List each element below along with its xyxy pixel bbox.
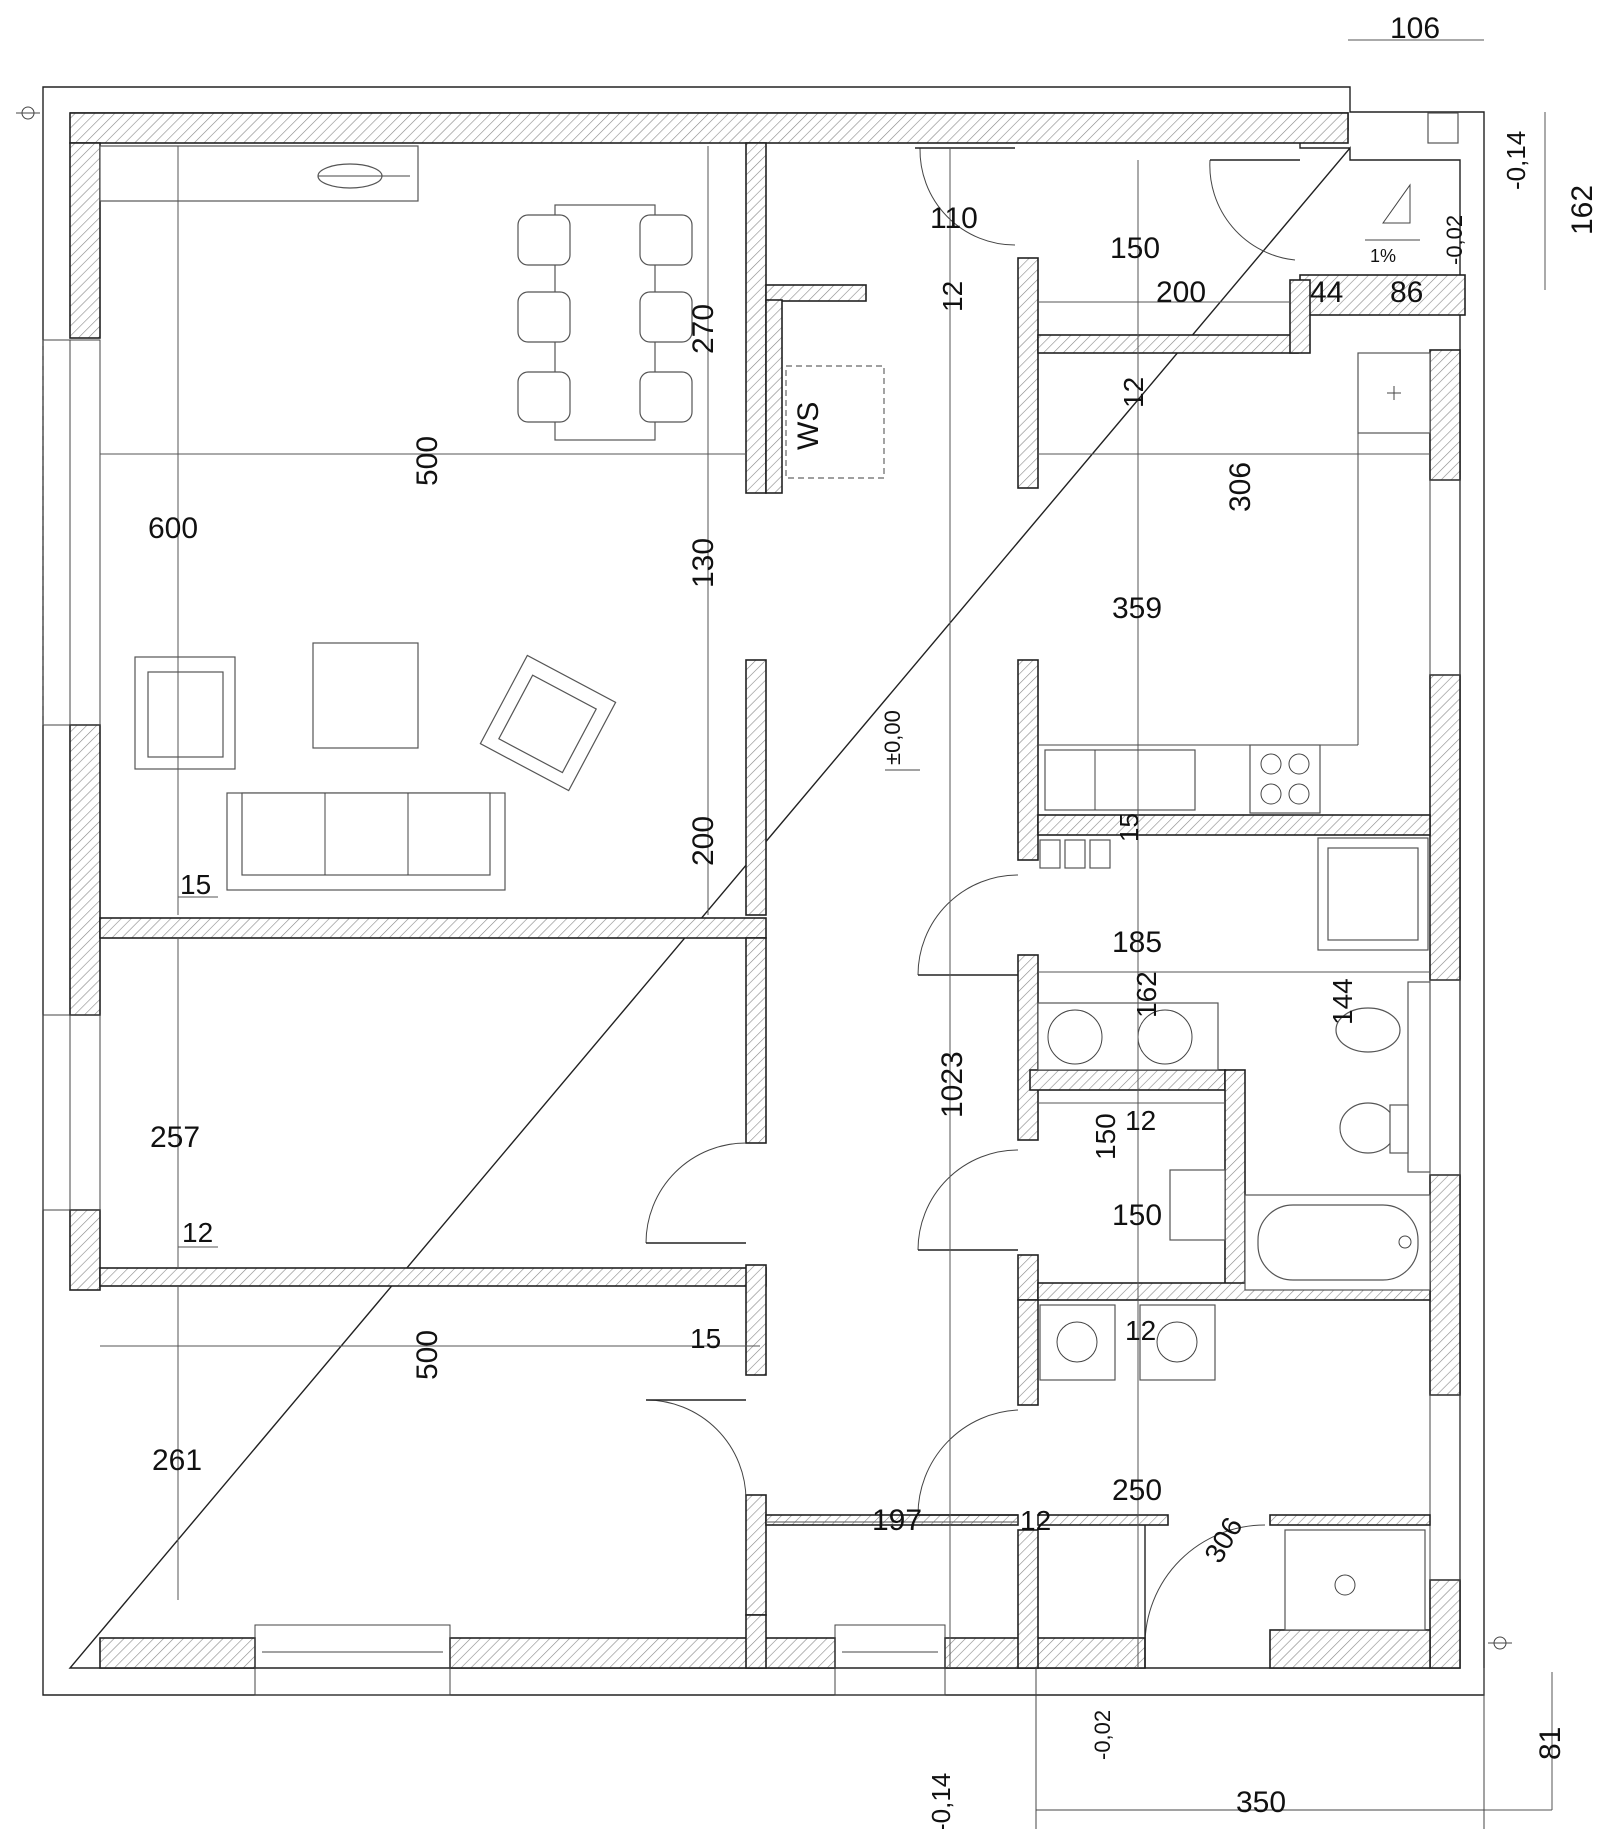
sofa bbox=[226, 792, 506, 891]
label-130: 130 bbox=[687, 538, 720, 588]
label-12-kitchen: 12 bbox=[1118, 377, 1149, 408]
window-bottom-1 bbox=[254, 1624, 451, 1696]
label-living-width: 600 bbox=[148, 512, 198, 545]
label-living-depth: 500 bbox=[411, 436, 444, 486]
level-bottom2: -0,02 bbox=[1090, 1710, 1115, 1760]
label-utility-width: 250 bbox=[1112, 1474, 1162, 1507]
shower bbox=[1317, 837, 1429, 951]
label-utility-depth: 306 bbox=[1198, 1512, 1248, 1568]
level-bottom: -0,14 bbox=[926, 1773, 956, 1829]
label-12-utility: 12 bbox=[1125, 1315, 1156, 1346]
dining-table bbox=[517, 204, 693, 441]
interior-walls bbox=[99, 142, 1431, 1669]
window-bottom-2 bbox=[834, 1624, 946, 1696]
label-bedroom1-width: 257 bbox=[150, 1121, 200, 1154]
label-144: 144 bbox=[1327, 978, 1358, 1025]
grid-marker-right bbox=[1488, 1636, 1512, 1650]
grid-marker-left bbox=[16, 106, 40, 120]
window-right-1 bbox=[1429, 479, 1461, 676]
meter-boxes bbox=[1039, 839, 1111, 869]
door-utility[interactable] bbox=[917, 1409, 1019, 1516]
door-wc[interactable] bbox=[917, 1149, 1019, 1251]
label-bathroom-depth: 162 bbox=[1131, 971, 1162, 1018]
label-bedroom2-depth: 500 bbox=[411, 1330, 444, 1380]
label-86: 86 bbox=[1390, 276, 1423, 309]
label-kitchen-depth: 306 bbox=[1224, 462, 1257, 512]
washbasins bbox=[1037, 1002, 1219, 1071]
label-hall-length: 1023 bbox=[936, 1051, 969, 1118]
label-vestibule-depth: 200 bbox=[1156, 276, 1206, 309]
label-bottom-350: 350 bbox=[1236, 1786, 1286, 1819]
slope-triangle-icon bbox=[1365, 183, 1420, 241]
label-12-wc: 12 bbox=[1125, 1105, 1156, 1136]
washing-machines bbox=[1039, 1304, 1216, 1381]
wc-sink bbox=[1169, 1169, 1226, 1241]
level-top-right2: -0,02 bbox=[1442, 215, 1467, 265]
kitchen-fridge bbox=[1357, 352, 1431, 434]
door-back[interactable] bbox=[1144, 1524, 1266, 1668]
door-entry[interactable] bbox=[915, 147, 1016, 246]
label-wc-width: 150 bbox=[1112, 1199, 1162, 1232]
rotated-armchair bbox=[479, 654, 617, 792]
closet-ws-label: WS bbox=[792, 402, 825, 450]
label-12-hall: 12 bbox=[937, 281, 968, 312]
label-wc-depth: 150 bbox=[1090, 1113, 1121, 1160]
window-left-1 bbox=[42, 339, 101, 726]
chimney bbox=[1427, 112, 1459, 144]
level-top-right: -0,14 bbox=[1501, 131, 1531, 190]
coffee-table bbox=[312, 642, 419, 749]
door-bathroom[interactable] bbox=[917, 874, 1019, 976]
label-right-162: 162 bbox=[1566, 185, 1599, 235]
label-200-living: 200 bbox=[687, 816, 720, 866]
label-270: 270 bbox=[687, 304, 720, 354]
label-top-106: 106 bbox=[1390, 12, 1440, 45]
label-corridor-width: 197 bbox=[872, 1504, 922, 1537]
dimension-lines bbox=[100, 39, 1553, 1829]
bidet bbox=[1335, 981, 1431, 1173]
kitchen-counter bbox=[1038, 433, 1359, 814]
window-right-3 bbox=[1429, 1394, 1461, 1581]
label-bathroom-width: 185 bbox=[1112, 926, 1162, 959]
level-hall: ±0,00 bbox=[880, 710, 905, 765]
label-vestibule-width: 150 bbox=[1110, 232, 1160, 265]
door-bedroom1[interactable] bbox=[645, 1142, 747, 1244]
label-bottom-right-81: 81 bbox=[1534, 1727, 1567, 1760]
outer-walls bbox=[42, 86, 1485, 1696]
label-12-bedroom: 12 bbox=[182, 1217, 213, 1248]
door-bedroom2[interactable] bbox=[645, 1399, 747, 1501]
window-right-2 bbox=[1429, 979, 1461, 1176]
slope-label: 1% bbox=[1370, 246, 1396, 266]
ws-closet bbox=[785, 365, 885, 479]
toilet bbox=[1339, 1102, 1409, 1154]
bathtub bbox=[1244, 1194, 1431, 1291]
window-left-2 bbox=[42, 1014, 101, 1211]
boiler-counter bbox=[1284, 1529, 1426, 1631]
label-15-bedroom2: 15 bbox=[690, 1323, 721, 1354]
label-entry-110: 110 bbox=[930, 202, 978, 235]
label-15-living: 15 bbox=[180, 869, 211, 900]
label-44: 44 bbox=[1310, 276, 1343, 309]
label-12-corridor: 12 bbox=[1020, 1505, 1051, 1536]
armchair bbox=[134, 656, 236, 770]
label-15-meter: 15 bbox=[1114, 813, 1144, 842]
door-vestibule[interactable] bbox=[1209, 159, 1300, 261]
labels: 600 500 270 130 200 15 257 12 500 15 261… bbox=[148, 12, 1599, 1829]
label-kitchen-width: 359 bbox=[1112, 592, 1162, 625]
tv-stand bbox=[99, 145, 419, 202]
label-bedroom2-width: 261 bbox=[152, 1444, 202, 1477]
